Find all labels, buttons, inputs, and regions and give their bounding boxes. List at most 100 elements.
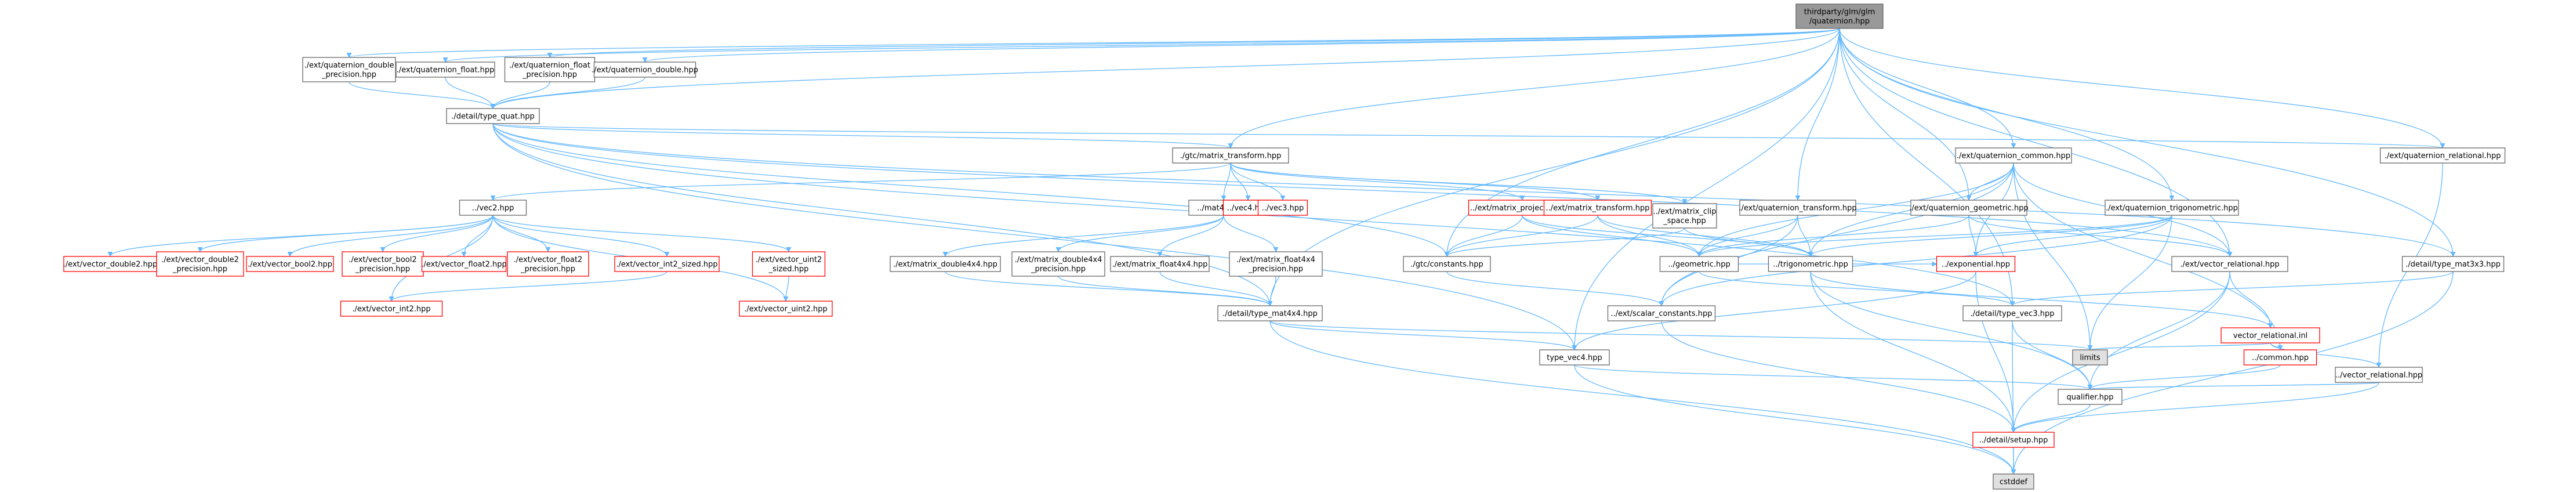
node-setup[interactable]: ../detail/setup.hpp xyxy=(1972,432,2055,448)
edge-qdprec-to-tquat xyxy=(349,81,496,109)
node-vf2p[interactable]: ./ext/vector_float2_precision.hpp xyxy=(507,251,589,277)
node-common[interactable]: ../common.hpp xyxy=(2243,349,2317,366)
node-vi2[interactable]: ./ext/vector_int2.hpp xyxy=(340,301,443,317)
node-label: _precision.hpp xyxy=(1248,265,1303,274)
node-qgeom[interactable]: ./ext/quaternion_geometric.hpp xyxy=(1909,200,2029,216)
node-box xyxy=(342,251,424,277)
node-qdprec[interactable]: ./ext/quaternion_double_precision.hpp xyxy=(302,57,396,82)
edge-vec2-to-vb2p xyxy=(380,215,494,252)
edge-mat4x4-to-mf44 xyxy=(1157,215,1224,257)
edge-qcommon-to-limits xyxy=(2013,162,2093,350)
node-vu2s[interactable]: ./ext/vector_uint2_sized.hpp xyxy=(752,251,826,277)
edge-gtcmt-to-vec2 xyxy=(490,162,1231,201)
node-scalc[interactable]: ../ext/scalar_constants.hpp xyxy=(1607,305,1716,321)
node-box xyxy=(1962,305,2062,321)
node-vd2p[interactable]: ./ext/vector_double2_precision.hpp xyxy=(156,251,244,277)
node-vrelh[interactable]: ../vector_relational.hpp xyxy=(2335,367,2423,383)
node-label: ./ext/quaternion_float xyxy=(509,62,590,70)
node-box xyxy=(593,62,696,78)
node-label: _precision.hpp xyxy=(321,71,376,79)
node-qcommon[interactable]: ./ext/quaternion_common.hpp xyxy=(1955,147,2072,164)
node-vreli[interactable]: vector_relational.inl xyxy=(2221,327,2320,343)
edge-qgeom-to-expo xyxy=(1968,215,1979,257)
edge-vec2-to-vb2 xyxy=(287,215,494,257)
node-mf44p[interactable]: ./ext/matrix_float4x4_precision.hpp xyxy=(1229,251,1323,277)
node-label: _precision.hpp xyxy=(520,265,575,274)
node-cstddef: cstddef xyxy=(1993,473,2034,490)
node-tvec4[interactable]: type_vec4.hpp xyxy=(1539,349,1610,366)
node-mtrans[interactable]: ../ext/matrix_transform.hpp xyxy=(1543,200,1652,216)
node-label: qualifier.hpp xyxy=(2067,393,2114,402)
node-mclip[interactable]: ../ext/matrix_clip_space.hpp xyxy=(1652,203,1717,229)
node-box xyxy=(459,200,527,216)
node-tmat4[interactable]: ./detail/type_mat4x4.hpp xyxy=(1217,305,1323,321)
node-root[interactable]: thirdparty/glm/glm/quaternion.hpp xyxy=(1795,3,1884,29)
edge-tmat4-to-limits xyxy=(1269,320,2093,350)
node-box xyxy=(421,256,507,272)
edge-vec2-to-vi2s xyxy=(492,215,670,257)
node-box xyxy=(1229,251,1323,277)
node-label: ../geometric.hpp xyxy=(1668,261,1730,269)
node-qtrig[interactable]: ./ext/quaternion_trigonometric.hpp xyxy=(2105,200,2239,216)
node-label: ./ext/vector_float2.hpp xyxy=(421,261,507,269)
edge-mat4x4-to-md44 xyxy=(942,215,1224,257)
edge-qdouble-to-tquat xyxy=(490,77,645,109)
node-label: ./ext/quaternion_relational.hpp xyxy=(2385,152,2501,161)
node-box xyxy=(1011,251,1105,277)
node-label: ./ext/quaternion_geometric.hpp xyxy=(1909,204,2029,213)
edge-vi2s-to-vi2 xyxy=(389,271,667,302)
edge-mat4x4-to-md44p xyxy=(1055,215,1224,252)
node-label: _space.hpp xyxy=(1663,217,1706,226)
node-qdouble[interactable]: ./ext/quaternion_double.hpp xyxy=(592,62,698,78)
edge-trig-to-qualifier xyxy=(1810,271,2093,390)
node-label: ./ext/matrix_float4x4 xyxy=(1236,256,1315,265)
node-vb2[interactable]: ./ext/vector_bool2.hpp xyxy=(246,256,334,272)
node-label: ./ext/quaternion_trigonometric.hpp xyxy=(2106,204,2238,213)
node-mf44[interactable]: ./ext/matrix_float4x4.hpp xyxy=(1110,256,1210,272)
node-tvec3[interactable]: ./detail/type_vec3.hpp xyxy=(1962,305,2062,321)
edge-root-to-qcommon xyxy=(1839,28,2016,149)
node-vrel[interactable]: ./ext/vector_relational.hpp xyxy=(2171,256,2288,272)
edge-root-to-qdouble xyxy=(643,28,1840,63)
node-label: ../exponential.hpp xyxy=(1942,261,2010,269)
node-md44p[interactable]: ./ext/matrix_double4x4_precision.hpp xyxy=(1011,251,1105,277)
node-geometric[interactable]: ../geometric.hpp xyxy=(1659,256,1739,272)
node-gtcconst[interactable]: ./gtc/constants.hpp xyxy=(1403,256,1491,272)
edge-gtcmt-to-vec4 xyxy=(1230,162,1251,201)
node-expo[interactable]: ../exponential.hpp xyxy=(1936,256,2016,272)
node-box xyxy=(507,251,589,277)
node-label: ../ext/matrix_clip xyxy=(1653,208,1716,216)
node-qualifier[interactable]: qualifier.hpp xyxy=(2058,389,2123,405)
node-qrel[interactable]: ./ext/quaternion_relational.hpp xyxy=(2379,147,2506,164)
edge-tquat-to-tvec4 xyxy=(492,123,1577,350)
node-layer: thirdparty/glm/glm/quaternion.hpp ./ext/q… xyxy=(63,3,2506,490)
node-box xyxy=(1257,200,1308,216)
node-qfloat[interactable]: ./ext/quaternion_float.hpp xyxy=(396,62,495,78)
node-label: ./detail/type_mat4x4.hpp xyxy=(1222,310,1318,319)
node-tquat[interactable]: ./detail/type_quat.hpp xyxy=(446,108,540,124)
node-box xyxy=(2171,256,2288,272)
node-box xyxy=(2221,327,2320,343)
node-vu2[interactable]: ./ext/vector_uint2.hpp xyxy=(739,301,833,317)
node-vec2[interactable]: ../vec2.hpp xyxy=(459,200,527,216)
node-qtrans[interactable]: ./ext/quaternion_transform.hpp xyxy=(1739,200,1857,216)
edge-gtcmt-to-mclip xyxy=(1230,162,1688,204)
node-vi2s[interactable]: ./ext/vector_int2_sized.hpp xyxy=(614,256,720,272)
node-gtcmt[interactable]: ./gtc/matrix_transform.hpp xyxy=(1172,147,1289,164)
node-vb2p[interactable]: ./ext/vector_bool2_precision.hpp xyxy=(342,251,424,277)
node-label: ../trigonometric.hpp xyxy=(1773,261,1848,269)
node-qfprec[interactable]: ./ext/quaternion_float_precision.hpp xyxy=(504,57,596,82)
node-md44[interactable]: ./ext/matrix_double4x4.hpp xyxy=(890,256,1001,272)
edge-gtcmt-to-mat4x4 xyxy=(1221,162,1231,201)
node-vec3[interactable]: ../vec3.hpp xyxy=(1257,200,1308,216)
node-trig[interactable]: ../trigonometric.hpp xyxy=(1768,256,1853,272)
node-box xyxy=(1110,256,1210,272)
node-vd2[interactable]: ./ext/vector_double2.hpp xyxy=(63,256,158,272)
edge-vreli-to-common xyxy=(2270,342,2283,350)
node-vf2[interactable]: ./ext/vector_float2.hpp xyxy=(421,256,507,272)
node-tmat3[interactable]: ./detail/type_mat3x3.hpp xyxy=(2401,256,2505,272)
node-box xyxy=(1768,256,1853,272)
edge-vec2-to-vd2p xyxy=(197,215,494,252)
node-box xyxy=(1652,203,1717,229)
